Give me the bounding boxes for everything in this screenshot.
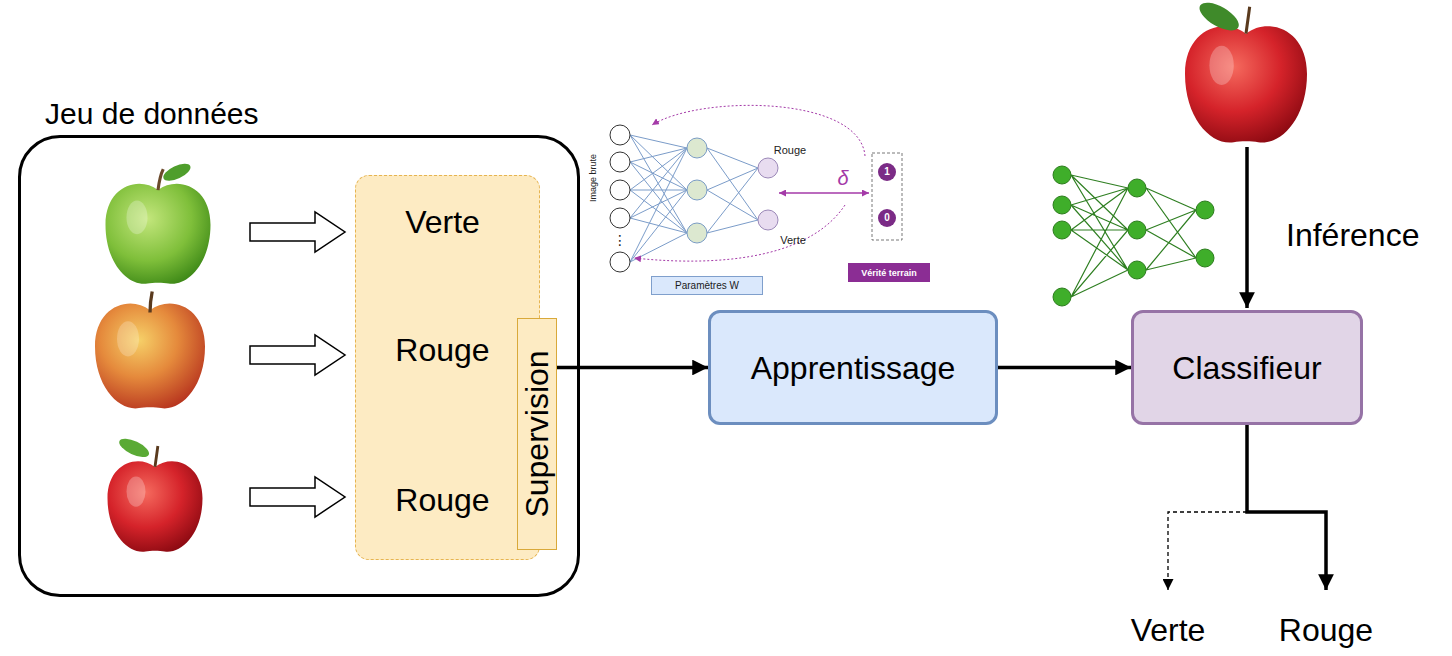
supervision-tag: Supervision <box>517 318 557 550</box>
parameter-box: Paramètres W <box>651 276 763 295</box>
hollow-arrows <box>250 212 345 517</box>
input-apple <box>1185 0 1307 143</box>
box-text: Vérité terrain <box>861 267 917 277</box>
inference-arrow <box>1245 147 1249 308</box>
classifier-box: Classifieur <box>1131 310 1363 425</box>
box-text: Apprentissage <box>751 349 956 386</box>
value-text: 1 <box>884 166 890 178</box>
green-apple <box>106 160 211 284</box>
network-weights <box>630 135 758 262</box>
process-box: Apprentissage <box>708 310 998 425</box>
input-neurons <box>610 125 630 272</box>
feedback-arc <box>652 105 865 156</box>
output-other <box>1168 512 1247 590</box>
classifier-weights <box>1071 175 1196 297</box>
error-symbol: δ <box>837 167 848 190</box>
class-label: Rouge <box>395 481 489 518</box>
hidden-neurons <box>687 138 707 243</box>
output-caption: Rouge <box>774 144 806 157</box>
output-neurons <box>758 158 778 230</box>
input-caption: Image brute <box>588 154 598 202</box>
output-caption: Verte <box>780 234 806 247</box>
red-apple <box>108 435 203 552</box>
classifier-neurons <box>1053 166 1214 306</box>
truth-vector <box>872 153 902 240</box>
step-label: Inférence <box>1286 217 1419 254</box>
truth-value: 1 <box>878 163 896 181</box>
class-output: Verte <box>1131 612 1206 649</box>
error-arrow <box>779 192 869 194</box>
box-text: Classifieur <box>1172 349 1321 386</box>
class-label: Rouge <box>395 331 489 368</box>
truth-caption: Vérité terrain <box>848 263 930 282</box>
value-text: 0 <box>884 212 890 224</box>
panel-heading: Jeu de données <box>45 97 259 132</box>
output-chosen <box>1247 425 1326 590</box>
flow-arrow <box>998 366 1131 370</box>
class-output: Rouge <box>1279 612 1373 649</box>
box-text: Paramètres W <box>675 280 739 292</box>
orange-apple <box>95 292 205 409</box>
truth-value: 0 <box>878 209 896 227</box>
ellipsis-mark: ⋮ <box>613 232 627 248</box>
label-panel: VerteRougeRougeSupervision <box>355 175 540 560</box>
class-label: Verte <box>405 203 480 240</box>
dataset-panel: Jeu de donnéesVerteRougeRougeSupervision <box>18 135 580 597</box>
feedback-arc <box>634 205 845 261</box>
tag-text: Supervision <box>518 350 555 517</box>
